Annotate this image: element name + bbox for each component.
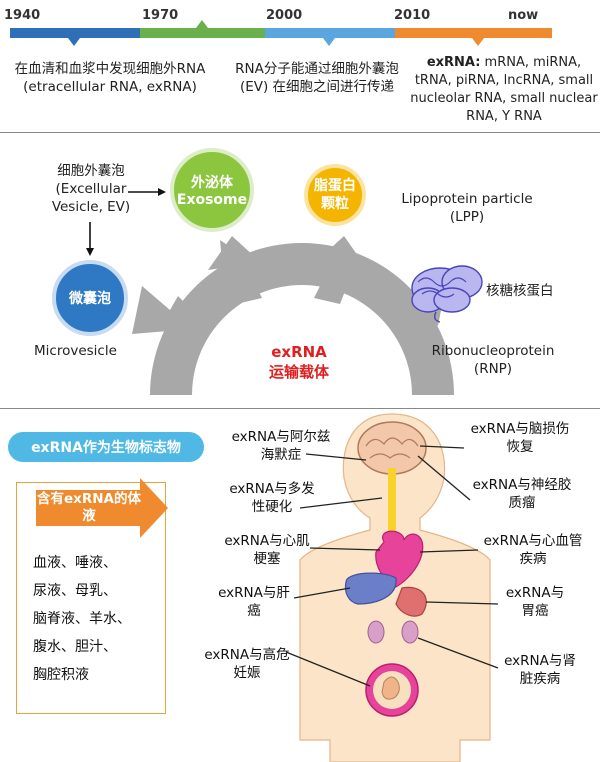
exrna-carrier-center: exRNA 运输载体 <box>244 342 354 382</box>
divider-2 <box>0 408 600 409</box>
disease-alzheimers: exRNA与阿尔兹海默症 <box>231 429 331 463</box>
lpp-en: Lipoprotein particle (LPP) <box>401 191 533 225</box>
fluid-line-3: 脑脊液、羊水、 <box>33 611 131 627</box>
year-2000: 2000 <box>266 8 303 23</box>
year-now: now <box>508 8 539 23</box>
disease-gastric-cancer: exRNA与胃癌 <box>505 585 565 619</box>
exrna-types-label: exRNA: <box>426 55 481 70</box>
exosome-cn: 外泌体 <box>191 175 233 191</box>
disease-pregnancy: exRNA与高危妊娠 <box>204 647 290 681</box>
lpp-circle: 脂蛋白颗粒 <box>304 164 366 226</box>
fluid-line-5: 胸腔积液 <box>33 667 89 683</box>
rnp-cn: 核糖核蛋白 <box>486 283 554 299</box>
event-2000-text: RNA分子能通过细胞外囊泡(EV) 在细胞之间进行传递 <box>235 61 399 95</box>
ev-label-cn: 细胞外囊泡 <box>57 163 125 179</box>
disease-mi: exRNA与心肌梗塞 <box>224 533 310 567</box>
microvesicle-circle: 微囊泡 <box>52 260 128 336</box>
microvesicle-en: Microvesicle <box>34 343 117 359</box>
rnp-protein-icon <box>411 265 483 323</box>
fluid-line-1: 血液、唾液、 <box>33 555 117 571</box>
ev-label: 细胞外囊泡 (Excellular Vesicle, EV) <box>34 162 148 216</box>
disease-brain-injury: exRNA与脑损伤恢复 <box>470 421 570 455</box>
timeline-bar <box>10 20 552 46</box>
event-1940-text: 在血清和血浆中发现细胞外RNA (etracellular RNA, exRNA… <box>14 61 206 95</box>
disease-glioma: exRNA与神经胶质瘤 <box>472 477 572 511</box>
exosome-en: Exosome <box>176 192 248 208</box>
fluid-list: 血液、唾液、 尿液、母乳、 脑脊液、羊水、 腹水、胆汁、 胸腔积液 <box>33 549 131 689</box>
exosome-circle: 外泌体 Exosome <box>170 148 254 232</box>
fluid-line-2: 尿液、母乳、 <box>33 583 117 599</box>
ev-label-en: (Excellular Vesicle, EV) <box>51 181 131 215</box>
center-label-2: 运输载体 <box>268 363 329 381</box>
center-label-1: exRNA <box>271 343 327 361</box>
exrna-types: exRNA: mRNA, miRNA, tRNA, piRNA, lncRNA,… <box>408 54 600 126</box>
fluid-header: 含有exRNA的体液 <box>36 491 141 524</box>
fluid-line-4: 腹水、胆汁、 <box>33 639 117 655</box>
year-1970: 1970 <box>142 8 179 23</box>
year-1940: 1940 <box>4 8 41 23</box>
divider-1 <box>0 132 600 133</box>
year-2010: 2010 <box>394 8 431 23</box>
microvesicle-cn: 微囊泡 <box>69 291 111 307</box>
rnp-en: Ribonucleoprotein (RNP) <box>431 343 555 377</box>
exrna-types-list: mRNA, miRNA, tRNA, piRNA, lncRNA, small … <box>410 55 598 124</box>
disease-cardiovascular: exRNA与心血管疾病 <box>483 533 583 567</box>
disease-kidney: exRNA与肾脏疾病 <box>504 653 576 687</box>
biomarker-title-pill: exRNA作为生物标志物 <box>8 432 204 462</box>
lpp-cn: 脂蛋白颗粒 <box>314 178 356 212</box>
disease-ms: exRNA与多发性硬化 <box>229 481 315 515</box>
disease-liver-cancer: exRNA与肝癌 <box>218 585 290 619</box>
